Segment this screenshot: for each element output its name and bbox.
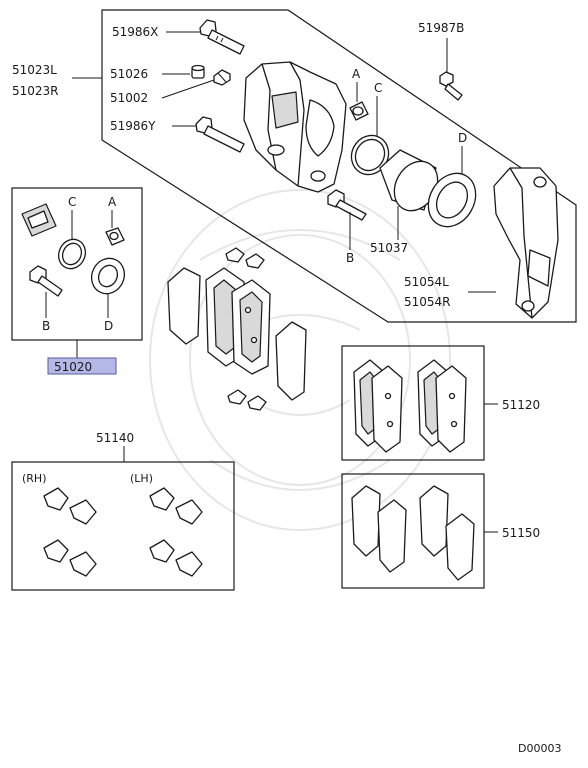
label-51023l: 51023L (12, 63, 57, 77)
watermark-emblem (149, 189, 451, 531)
boot-a-upper[interactable] (349, 101, 369, 121)
label-51987b: 51987B (418, 21, 464, 35)
diagram-code: D00003 (518, 742, 561, 755)
label-51986x: 51986X (112, 25, 158, 39)
clips-rh[interactable] (43, 487, 97, 577)
label-b-kit: B (42, 319, 50, 333)
dust-cap-51026[interactable] (191, 64, 205, 79)
label-51002: 51002 (110, 91, 148, 105)
label-51150: 51150 (502, 526, 540, 540)
brake-pads-left-pair[interactable] (353, 359, 403, 453)
bleeder-screw-51002[interactable] (213, 69, 231, 86)
guide-pin-b-upper[interactable] (327, 189, 367, 221)
guide-bolt-51986x[interactable] (199, 19, 245, 55)
piston-seal-c-kit[interactable] (54, 235, 90, 273)
label-d-kit: D (104, 319, 113, 333)
label-c-kit: C (68, 195, 76, 209)
bleeder-bolt-51987b[interactable] (439, 71, 463, 101)
brake-pads-right-pair[interactable] (417, 359, 467, 453)
label-rh: (RH) (22, 472, 47, 485)
part-highlight-51020 (47, 357, 117, 375)
label-51120: 51120 (502, 398, 540, 412)
label-a-kit: A (108, 195, 117, 209)
label-lh: (LH) (130, 472, 153, 485)
label-51037: 51037 (370, 241, 408, 255)
shims-left-pair[interactable] (351, 485, 407, 573)
pad-set-frame (341, 345, 485, 461)
label-51054r: 51054R (404, 295, 451, 309)
label-b-upper: B (346, 251, 354, 265)
boot-a-kit[interactable] (105, 227, 125, 246)
label-a-upper: A (352, 67, 361, 81)
caliper-support-bracket-51054[interactable] (493, 167, 559, 319)
grease-packet[interactable] (21, 203, 57, 237)
label-51986y: 51986Y (110, 119, 156, 133)
exploded-brake-pads[interactable] (167, 267, 307, 401)
clip-kit-frame (11, 461, 235, 591)
label-51026: 51026 (110, 67, 148, 81)
shim-set-frame (341, 473, 485, 589)
guide-pin-b-kit[interactable] (29, 265, 63, 297)
piston-boot-d-kit[interactable] (86, 253, 130, 299)
caliper-assembly-frame (101, 9, 577, 323)
clips-lh[interactable] (149, 487, 203, 577)
label-c-upper: C (374, 81, 382, 95)
piston-boot-d-upper[interactable] (419, 165, 485, 235)
shims-right-pair[interactable] (419, 485, 475, 581)
piston-51037[interactable] (379, 149, 446, 219)
label-51054l: 51054L (404, 275, 449, 289)
caliper-body[interactable] (243, 61, 347, 193)
label-d-upper: D (458, 131, 467, 145)
exploded-shims-clips[interactable] (225, 247, 267, 411)
label-51140: 51140 (96, 431, 134, 445)
label-51020[interactable]: 51020 (54, 360, 92, 374)
label-51023r: 51023R (12, 84, 59, 98)
guide-bolt-51986y[interactable] (195, 116, 245, 153)
